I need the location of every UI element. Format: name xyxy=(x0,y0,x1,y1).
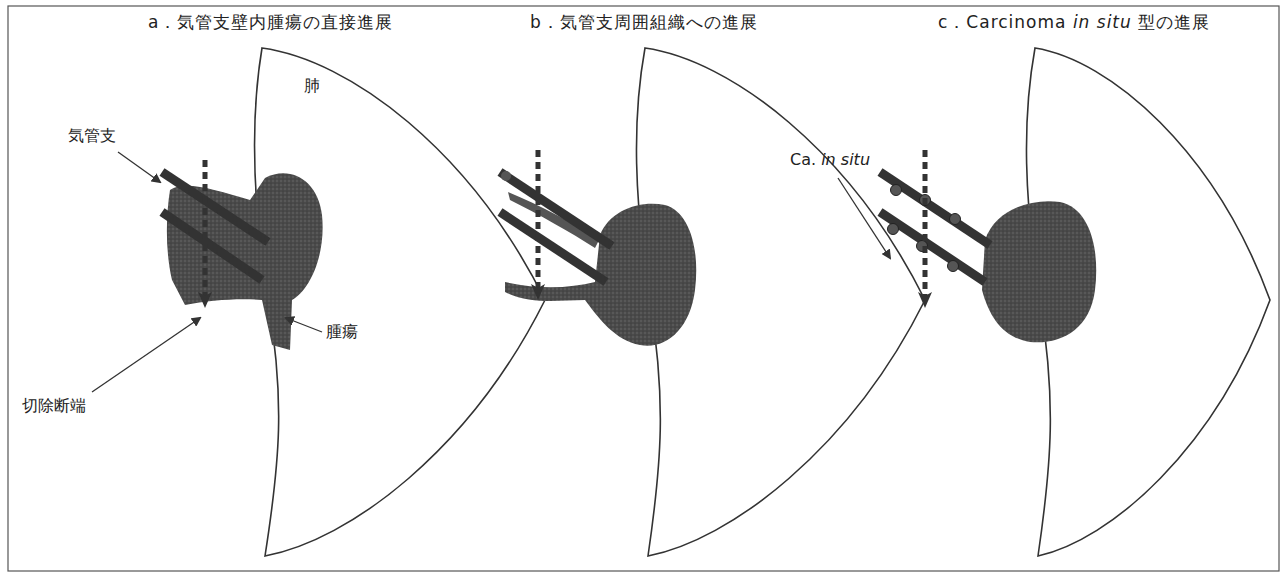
leader-line xyxy=(92,318,200,392)
tumor-nodule xyxy=(501,171,511,181)
frame xyxy=(8,6,1279,571)
leader-line xyxy=(118,152,160,182)
panel-title: c．Carcinoma in situ 型の進展 xyxy=(938,12,1210,32)
part-label: Ca. in situ xyxy=(790,150,870,169)
tumor xyxy=(167,173,323,350)
part-label: 肺 xyxy=(304,76,320,95)
panel-title: b．気管支周囲組織への進展 xyxy=(530,12,758,32)
panel-title: a．気管支壁内腫瘍の直接進展 xyxy=(148,12,393,32)
resection-arrow xyxy=(923,150,928,300)
lung-outline xyxy=(254,48,545,556)
part-label: 切除断端 xyxy=(22,396,86,415)
part-label: 腫瘍 xyxy=(326,322,358,341)
bronchus-wall xyxy=(500,172,612,246)
panel-c xyxy=(838,48,1270,556)
bronchus-wall xyxy=(880,212,985,282)
bronchus-wall xyxy=(162,172,268,242)
bronchus-wall xyxy=(880,172,990,245)
part-label: 気管支 xyxy=(68,126,116,145)
peribronchial-spread xyxy=(508,192,600,248)
leader-line xyxy=(286,318,322,332)
panel-b xyxy=(500,48,925,556)
panel-a xyxy=(92,48,545,556)
leader-line xyxy=(838,178,890,258)
bronchus-wall xyxy=(500,212,606,282)
resection-arrow xyxy=(203,160,208,300)
tumor xyxy=(982,201,1096,342)
bronchus-wall xyxy=(162,212,262,280)
resection-arrow xyxy=(536,150,541,292)
